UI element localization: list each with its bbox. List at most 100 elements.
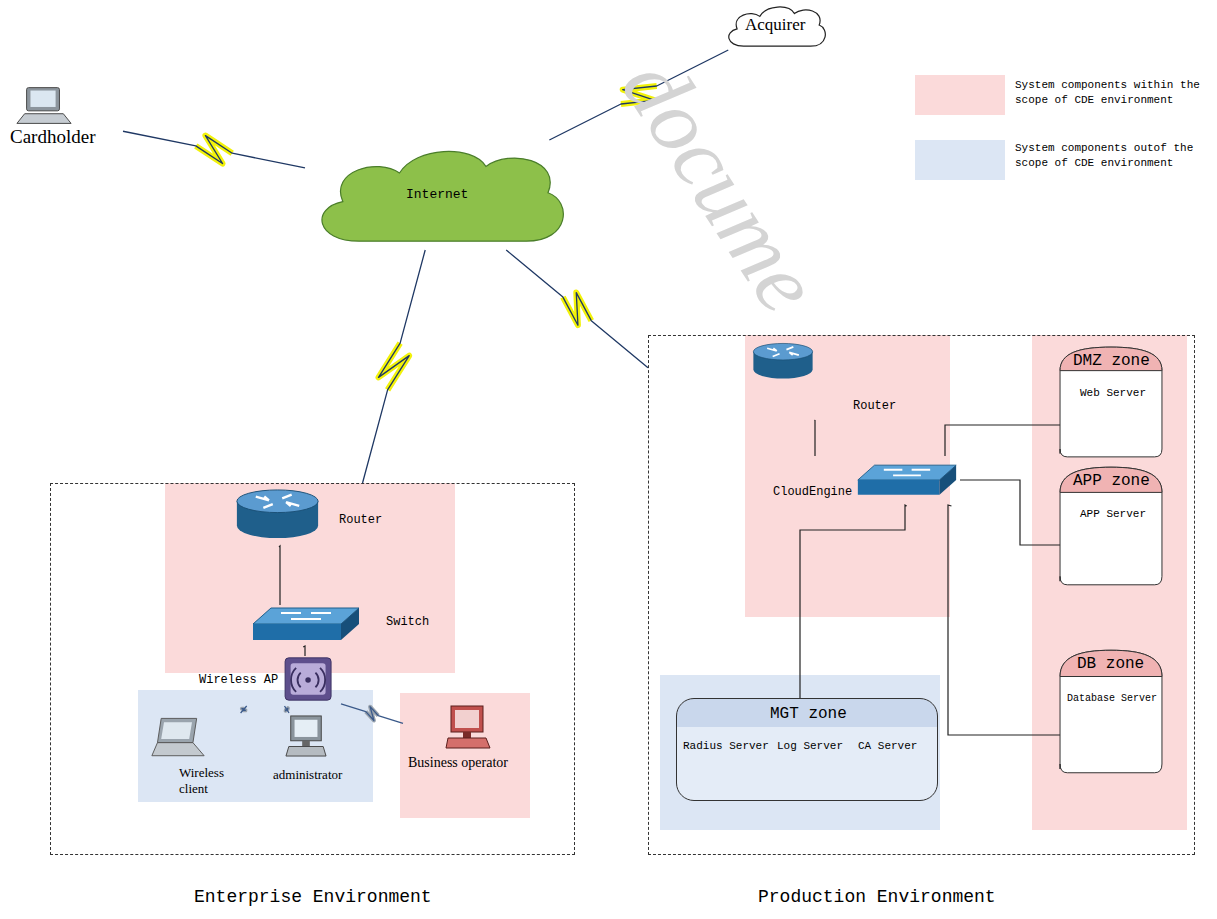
node-label: administrator [273, 767, 342, 783]
server-node: APP Server [1077, 506, 1153, 568]
node-label: Router [853, 399, 896, 413]
text-holder: APP zone [1073, 472, 1150, 491]
connector [279, 546, 280, 605]
node-label: Web Server [1080, 387, 1146, 400]
cloud-node: Acquirer [722, 2, 830, 50]
node-label: Database Server [1067, 693, 1157, 705]
node-label: Business operator [408, 755, 508, 772]
server-node: Web Server [1077, 385, 1153, 447]
text-holder: docume [599, 38, 842, 332]
server-node: Database Server [1065, 691, 1161, 753]
connector [341, 704, 403, 724]
server-node: CA Server [852, 737, 932, 797]
computer-icon [17, 88, 71, 124]
node-label: APP Server [1080, 508, 1146, 521]
node-label: MGT zone [770, 705, 847, 724]
text-holder: DMZ zone [1073, 352, 1150, 371]
text-holder: MGT zone [770, 705, 847, 724]
client-node: administrator [269, 713, 359, 791]
zone-body [1060, 467, 1162, 585]
node-label: Wireless AP [199, 673, 278, 687]
text-holder: Web Server [1080, 387, 1146, 400]
router-icon [753, 343, 812, 378]
node-label: Router [339, 513, 382, 527]
connector [285, 706, 289, 713]
zone-body [1060, 347, 1162, 457]
cde-region [400, 693, 530, 818]
cable-link [960, 480, 1077, 545]
connector [814, 420, 815, 456]
text-holder: Switch [386, 615, 429, 629]
text-holder: Database Server [1067, 693, 1157, 705]
cde-region [165, 483, 455, 673]
text-holder: Wireless AP [199, 673, 278, 687]
lightning-link [506, 250, 648, 368]
cable-link [948, 505, 1065, 735]
zone-node: APP zoneAPP Server [1059, 466, 1163, 586]
text-holder: Cardholder [10, 126, 95, 149]
device-node: Router [746, 339, 906, 421]
lightning-link [241, 706, 247, 713]
device-node: Switch [246, 605, 436, 647]
connector [506, 250, 648, 368]
text-holder: System components within the scope of CD… [1015, 78, 1211, 108]
connector [960, 480, 1077, 545]
connector [800, 505, 907, 698]
router-icon [237, 490, 318, 538]
zone-header [1060, 650, 1162, 676]
switch-icon [858, 465, 956, 495]
environment-box: Production EnvironmentRouterCloudEngineD… [648, 335, 1195, 855]
device-node: Wireless AP [196, 656, 341, 706]
non-cde-region [138, 690, 373, 802]
text-holder: APP Server [1080, 508, 1146, 521]
lightning-link [285, 706, 289, 713]
cable-link [945, 425, 1077, 456]
connector [945, 425, 1077, 456]
cable-link [814, 420, 815, 456]
lightning-link [123, 131, 305, 168]
node-label: DB zone [1077, 655, 1144, 674]
node-label: Log Server [777, 740, 843, 753]
connector [123, 131, 305, 168]
zone-node: DMZ zoneWeb Server [1059, 346, 1163, 458]
connector [948, 505, 1065, 735]
text-holder: Router [339, 513, 382, 527]
text-holder: Radius Server [683, 740, 769, 753]
lightning-link [341, 704, 403, 724]
zone-node: DB zoneDatabase Server [1059, 649, 1163, 774]
cde-region [1032, 335, 1187, 830]
text-holder: Enterprise Environment [194, 887, 432, 909]
zone-header [1060, 467, 1162, 492]
legend-swatch [915, 140, 1005, 180]
connector [363, 250, 426, 483]
environment-box: Enterprise EnvironmentRouterSwitchWirele… [50, 483, 575, 855]
server-node: Log Server [774, 737, 847, 797]
cloud-node: Internet [305, 140, 575, 250]
node-label: APP zone [1073, 472, 1150, 491]
text-holder: Log Server [777, 740, 843, 753]
laptop-icon [152, 718, 204, 755]
node-label: Enterprise Environment [194, 887, 432, 909]
text-holder: DB zone [1077, 655, 1144, 674]
node-label: Internet [406, 187, 468, 203]
legend-text: System components within the scope of CD… [1015, 78, 1211, 108]
text-holder: Internet [406, 187, 468, 203]
text-holder: Router [853, 399, 896, 413]
node-label: Cardholder [10, 126, 95, 149]
node-label: Radius Server [683, 740, 769, 753]
client-node: Business operator [403, 703, 528, 783]
cable-link [303, 646, 305, 656]
node-label: Production Environment [758, 887, 996, 909]
cable-link [279, 546, 280, 605]
text-holder: CloudEngine [773, 485, 852, 499]
legend-swatch [915, 75, 1005, 115]
desktop-icon [286, 716, 326, 756]
node-label: CA Server [858, 740, 917, 753]
switch-icon [253, 608, 359, 640]
node-label: Acquirer [745, 15, 805, 35]
zone-body [1060, 650, 1162, 773]
non-cde-region [660, 675, 940, 830]
text-holder: CA Server [858, 740, 917, 753]
